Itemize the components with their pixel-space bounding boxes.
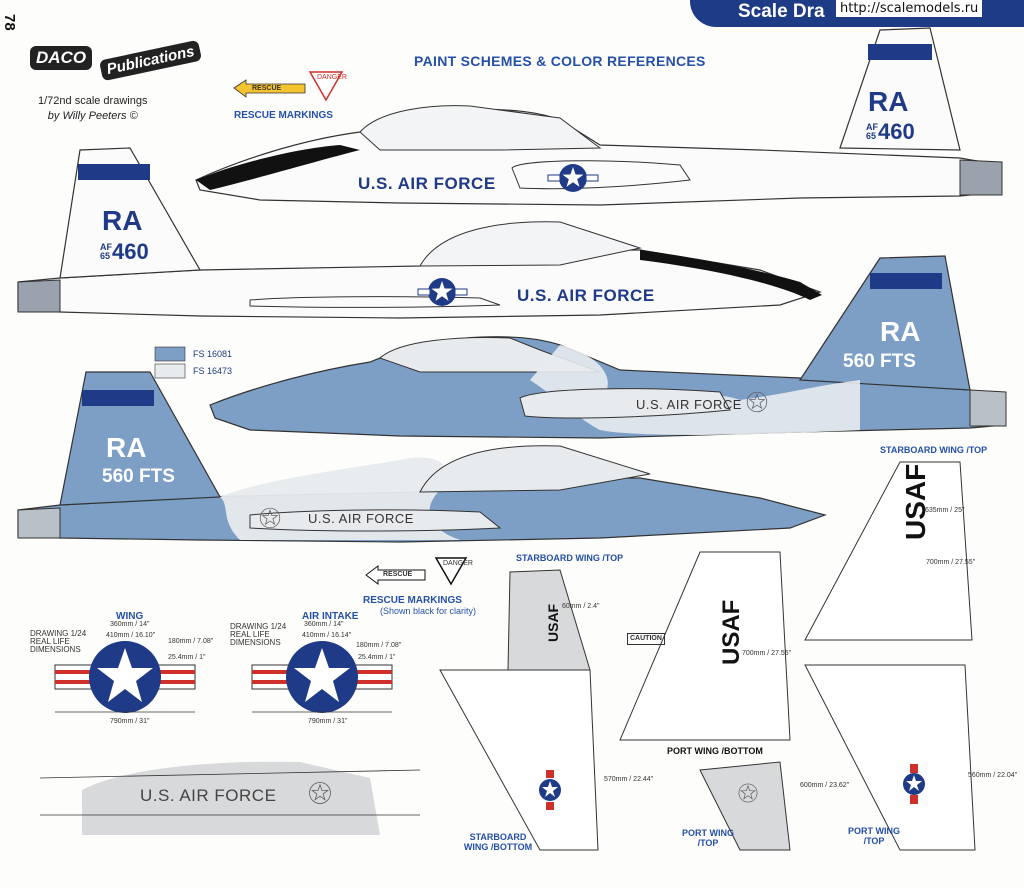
wing-insignia-title: WING bbox=[116, 611, 144, 622]
af-year-1: 65 bbox=[866, 131, 877, 141]
rescue-markings-label: RESCUE MARKINGS bbox=[234, 110, 333, 121]
label-starboard-bottom: STARBOARD WING /BOTTOM bbox=[463, 832, 533, 852]
scale-note-line2: by Willy Peeters © bbox=[47, 110, 138, 122]
tail-code-1: RA bbox=[868, 86, 909, 117]
scale-note-line1: 1/72nd scale drawings bbox=[38, 95, 148, 107]
af-year-2: 65 bbox=[100, 251, 111, 261]
caution-label: CAUTION bbox=[627, 633, 665, 645]
aircraft-1-white-left bbox=[195, 27, 1003, 206]
wing-dim-2: 410mm / 16.10" bbox=[106, 632, 156, 639]
wing-dim-700a: 700mm / 27.55" bbox=[926, 559, 976, 566]
fuselage-text-2: U.S. AIR FORCE bbox=[517, 286, 655, 305]
header-tab-label: Scale Dra bbox=[738, 1, 825, 22]
label-port-top-1: PORT WING /TOP bbox=[682, 828, 734, 848]
intake-dim-2: 410mm / 16.14" bbox=[302, 632, 352, 639]
legend-label-fs16081: FS 16081 bbox=[193, 349, 233, 359]
drawing-note-intake: DRAWING 1/24 REAL LIFE DIMENSIONS bbox=[230, 623, 286, 647]
page-title: PAINT SCHEMES & COLOR REFERENCES bbox=[414, 53, 706, 69]
intake-dim-4: 25.4mm / 1" bbox=[358, 654, 396, 661]
wing-dim-570: 570mm / 22.44" bbox=[604, 776, 654, 783]
label-starboard-top-1: STARBOARD WING /TOP bbox=[880, 445, 988, 455]
wing-dim-700b: 700mm / 27.55" bbox=[742, 650, 792, 657]
drawing-note-wing-1: DRAWING 1/24 bbox=[30, 629, 87, 638]
rescue-arrow-label: RESCUE bbox=[252, 85, 282, 92]
rescue-markings-label-2: RESCUE MARKINGS bbox=[363, 595, 462, 606]
wing-port-bottom-small bbox=[699, 761, 791, 851]
danger-label-2: DANGER bbox=[443, 560, 473, 567]
usaf-large: USAF bbox=[900, 463, 931, 540]
danger-label: DANGER bbox=[317, 74, 347, 81]
intake-panel bbox=[39, 761, 421, 835]
tail-code-4: RA bbox=[106, 432, 147, 463]
af-label-2: AF bbox=[100, 242, 112, 252]
intake-insignia-title: AIR INTAKE bbox=[302, 611, 359, 622]
rescue-arrow-top bbox=[233, 71, 344, 102]
wing-dim-60: 60mm / 2.4" bbox=[562, 603, 600, 610]
af-label-1: AF bbox=[866, 122, 878, 132]
fuselage-text-3: U.S. AIR FORCE bbox=[636, 397, 742, 412]
usaf-small: USAF bbox=[545, 603, 561, 642]
legend-swatch-fs16473 bbox=[154, 363, 186, 379]
aircraft-3-camo-left bbox=[209, 255, 1007, 439]
label-port-top-2: PORT WING /TOP bbox=[848, 826, 900, 846]
drawing-note-wing-2: REAL LIFE bbox=[30, 637, 70, 646]
wing-dim-635: 635mm / 25" bbox=[925, 507, 965, 514]
scale-note: 1/72nd scale drawings by Willy Peeters © bbox=[38, 94, 147, 124]
drawing-note-intake-2: REAL LIFE bbox=[230, 630, 270, 639]
fuselage-text-1: U.S. AIR FORCE bbox=[358, 174, 496, 193]
label-port-bottom: PORT WING /BOTTOM bbox=[667, 746, 763, 756]
watermark[interactable]: http://scalemodels.ru bbox=[836, 0, 983, 17]
insignia-intake-drawing bbox=[251, 641, 393, 713]
legend-label-fs16473: FS 16473 bbox=[193, 366, 233, 376]
insignia-wing-drawing bbox=[54, 641, 196, 713]
wing-port-top-large bbox=[804, 664, 976, 851]
drawing-note-wing: DRAWING 1/24 REAL LIFE DIMENSIONS bbox=[30, 630, 86, 654]
rescue-arrow-bottom bbox=[365, 557, 468, 586]
wing-starboard-top-large bbox=[804, 461, 973, 641]
rescue-markings-sub: (Shown black for clarity) bbox=[380, 606, 477, 616]
intake-panel-text: U.S. AIR FORCE bbox=[140, 786, 277, 805]
wing-dim-bottom: 790mm / 31" bbox=[110, 718, 150, 725]
aircraft-2-white-right bbox=[17, 147, 822, 319]
wing-starboard-bottom bbox=[439, 669, 599, 851]
wing-dim-600: 600mm / 23.62" bbox=[800, 782, 850, 789]
wing-port-top-mid bbox=[619, 551, 791, 741]
intake-dim-bottom: 790mm / 31" bbox=[308, 718, 348, 725]
serial-1: 460 bbox=[878, 119, 915, 144]
wing-dim-560: 560mm / 22.04" bbox=[968, 772, 1018, 779]
rescue-arrow-label-2: RESCUE bbox=[383, 571, 413, 578]
drawing-note-intake-3: DIMENSIONS bbox=[230, 638, 281, 647]
legend-swatch-fs16081 bbox=[154, 346, 186, 362]
fuselage-text-4: U.S. AIR FORCE bbox=[308, 511, 414, 526]
drawing-note-intake-1: DRAWING 1/24 bbox=[230, 622, 287, 631]
wing-dim-3: 180mm / 7.08" bbox=[168, 638, 214, 645]
aircraft-4-camo-right bbox=[17, 371, 827, 543]
label-starboard-top-2: STARBOARD WING /TOP bbox=[516, 553, 624, 563]
drawing-note-wing-3: DIMENSIONS bbox=[30, 645, 81, 654]
page-number: 78 bbox=[1, 14, 18, 31]
intake-dim-3: 180mm / 7.08" bbox=[356, 642, 402, 649]
publisher-logo-part1: DACO bbox=[30, 46, 93, 70]
wing-dim-top: 360mm / 14" bbox=[110, 621, 150, 628]
wing-dim-4: 25.4mm / 1" bbox=[168, 654, 206, 661]
tail-code-3: RA bbox=[880, 316, 921, 347]
serial-2: 460 bbox=[112, 239, 149, 264]
tail-code-2: RA bbox=[102, 205, 143, 236]
unit-4: 560 FTS bbox=[102, 466, 175, 487]
intake-dim-top: 360mm / 14" bbox=[304, 621, 344, 628]
unit-3: 560 FTS bbox=[843, 351, 916, 372]
